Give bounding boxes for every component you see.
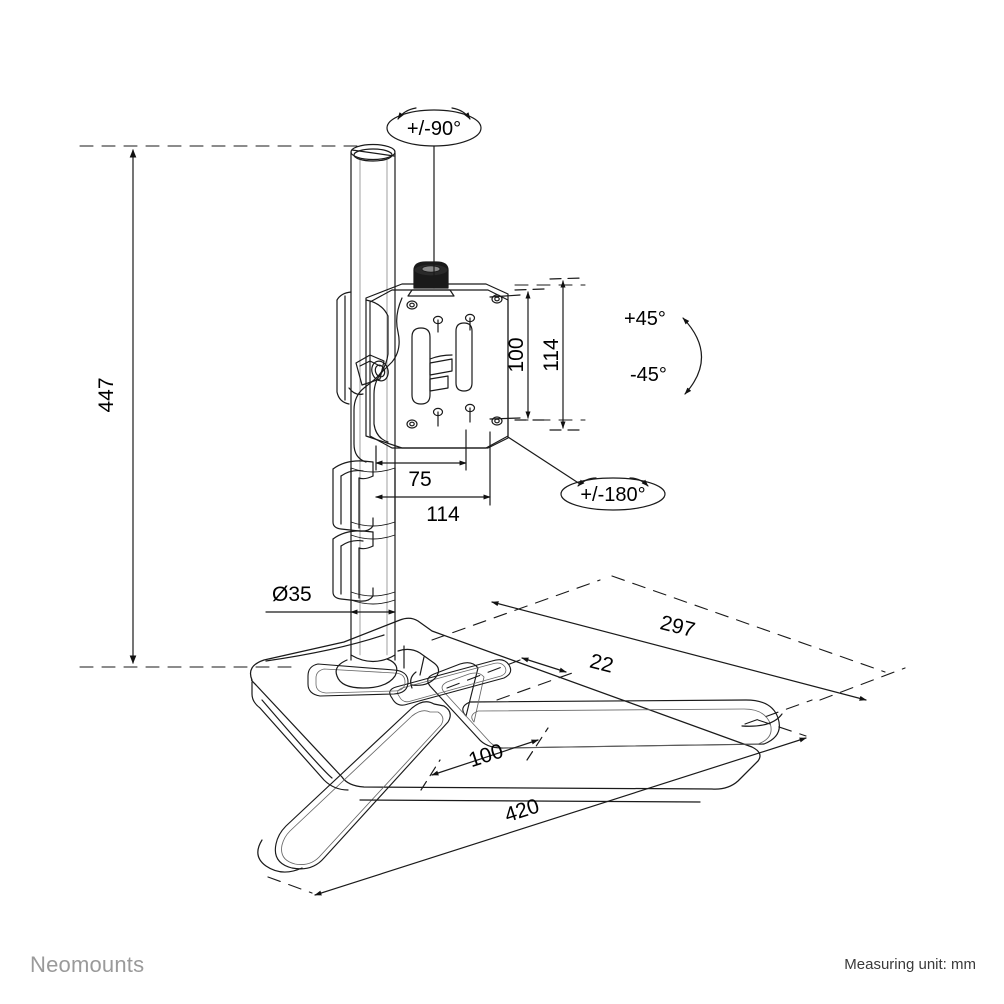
dim-label-base-100: 100 — [466, 739, 506, 772]
dim-297 — [491, 601, 867, 701]
footer: Neomounts Measuring unit: mm — [0, 934, 1004, 1004]
dim-label-297: 297 — [658, 611, 698, 642]
dim-label-114h: 114 — [426, 503, 460, 526]
dim-label-420: 420 — [502, 794, 542, 827]
pole — [350, 143, 396, 663]
dim-75 — [375, 429, 467, 471]
dim-vesa-100 — [514, 288, 546, 421]
dim-22 — [521, 657, 567, 673]
dim-label-447: 447 — [95, 377, 118, 412]
thumb-screw — [407, 261, 455, 297]
construction-lines — [79, 145, 906, 894]
dim-label-75: 75 — [408, 468, 431, 491]
tripod-base — [249, 617, 783, 873]
tilt-down-label: -45° — [630, 364, 667, 386]
swivel-label: +/-90° — [407, 118, 461, 140]
cable-clip-lower — [332, 530, 396, 602]
dim-label-vesa-100: 100 — [505, 337, 528, 372]
tilt-bracket-arm — [336, 291, 389, 463]
tilt-arc — [682, 317, 703, 395]
tilt-up-label: +45° — [624, 308, 666, 330]
swivel-callout — [386, 107, 482, 289]
brand-logo: Neomounts — [30, 952, 145, 977]
rotate-callout — [507, 436, 666, 511]
measuring-unit-note: Measuring unit: mm — [844, 956, 976, 973]
dim-420 — [314, 737, 807, 896]
rotate-label: +/-180° — [580, 484, 645, 506]
dim-vesa-114v — [549, 277, 583, 431]
vesa-plate — [365, 283, 521, 449]
dim-label-d35: Ø35 — [272, 583, 312, 606]
dim-114h — [375, 431, 491, 506]
dim-label-vesa-114: 114 — [540, 338, 563, 372]
dim-label-22: 22 — [587, 650, 615, 678]
